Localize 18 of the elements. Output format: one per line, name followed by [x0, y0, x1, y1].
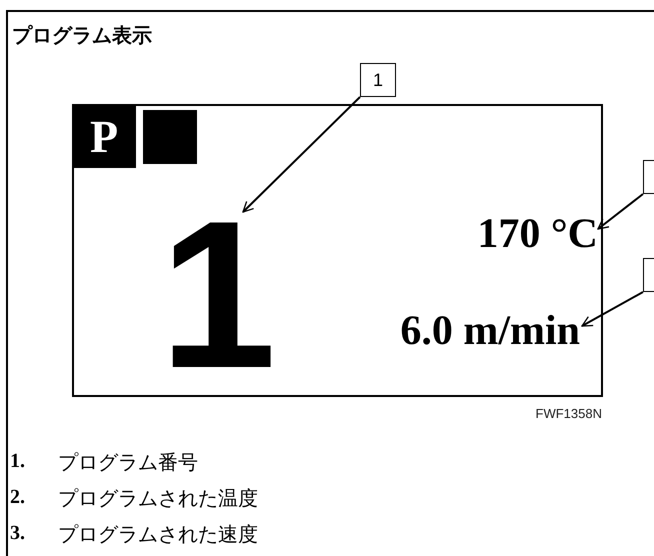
- list-item: プログラムされた温度: [58, 485, 258, 512]
- list-number: 2.: [10, 486, 25, 509]
- callout-number: 1: [360, 63, 396, 97]
- figure-code: FWF1358N: [534, 406, 602, 421]
- list-number: 3.: [10, 522, 25, 545]
- list-item: プログラムされた速度: [58, 521, 258, 548]
- program-icon: P: [72, 104, 136, 168]
- program-number: 1: [158, 200, 278, 390]
- leader-line: [242, 96, 361, 213]
- leader-line: [581, 291, 644, 327]
- temperature-value: 170 °C: [420, 212, 598, 256]
- list-number: 1.: [10, 450, 25, 473]
- callout-box: [643, 258, 654, 292]
- speed-value: 6.0 m/min: [355, 309, 580, 353]
- leader-line: [597, 193, 644, 230]
- callout-box: [643, 160, 654, 194]
- list-item: プログラム番号: [58, 449, 198, 476]
- title: プログラム表示: [12, 22, 152, 49]
